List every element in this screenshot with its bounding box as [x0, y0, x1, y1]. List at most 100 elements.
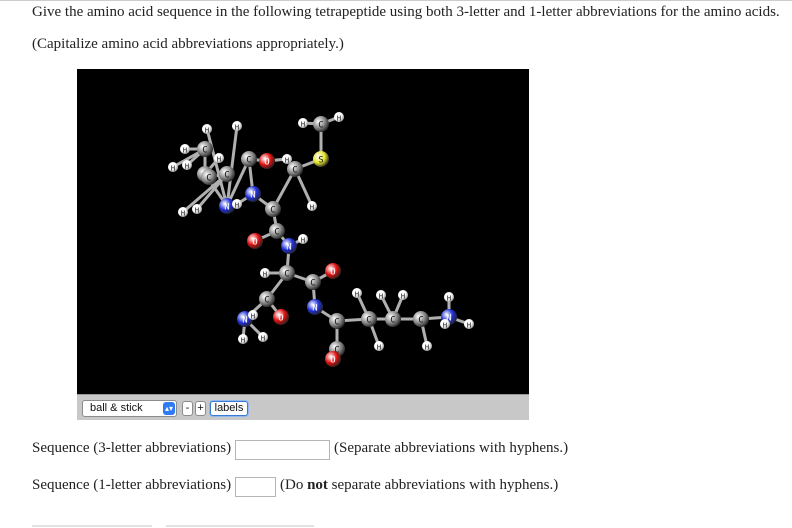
carbon-atom[interactable]: C — [265, 201, 281, 217]
atom-label: H — [401, 293, 405, 301]
atom-label: O — [330, 356, 335, 366]
atom-label: C — [334, 346, 339, 356]
atom-label: C — [366, 316, 371, 326]
carbon-atom[interactable]: C — [241, 151, 257, 167]
carbon-atom[interactable]: C — [385, 311, 401, 327]
hydrogen-atom[interactable]: H — [352, 288, 362, 299]
atom-label: O — [330, 268, 335, 278]
question-note: (Capitalize amino acid abbreviations app… — [32, 36, 344, 52]
bond — [205, 128, 229, 207]
atom-label: C — [270, 206, 275, 216]
nitrogen-atom[interactable]: N — [219, 198, 235, 214]
carbon-atom[interactable]: C — [413, 311, 429, 327]
atom-label: H — [195, 207, 199, 215]
atom-label: H — [217, 156, 221, 164]
hydrogen-atom[interactable]: H — [376, 290, 386, 301]
atom-label: H — [379, 293, 383, 301]
carbon-atom[interactable]: C — [259, 291, 275, 307]
hydrogen-atom[interactable]: H — [298, 234, 308, 245]
three-letter-label: Sequence (3-letter abbreviations) — [32, 440, 232, 456]
hydrogen-atom[interactable]: H — [398, 290, 408, 301]
hydrogen-atom[interactable]: H — [214, 153, 224, 164]
carbon-atom[interactable]: C — [197, 141, 213, 157]
hydrogen-atom[interactable]: H — [168, 162, 178, 173]
atom-label: C — [390, 316, 395, 326]
oxygen-atom[interactable]: O — [325, 351, 341, 367]
hydrogen-atom[interactable]: H — [178, 207, 188, 218]
carbon-atom[interactable]: C — [313, 116, 329, 132]
nitrogen-atom[interactable]: N — [307, 299, 323, 315]
atom-label: O — [278, 314, 283, 324]
carbon-atom[interactable]: C — [279, 265, 295, 281]
hydrogen-atom[interactable]: H — [258, 332, 268, 343]
hydrogen-atom[interactable]: H — [374, 341, 384, 352]
atom-label: H — [181, 210, 185, 218]
hydrogen-atom[interactable]: H — [180, 144, 190, 155]
atom-label: H — [241, 337, 245, 345]
carbon-atom[interactable]: C — [269, 223, 285, 239]
zoom-out-button[interactable]: - — [182, 401, 193, 416]
atom-label: O — [252, 238, 257, 248]
molecule-viewer[interactable]: CNHHHCHHHCCHHCOHNHCCHSCHHCONHCHCONCCCCNH… — [77, 69, 529, 420]
atom-label: C — [274, 228, 279, 238]
hydrogen-atom[interactable]: H — [182, 160, 192, 171]
carbon-atom[interactable]: C — [219, 166, 235, 182]
hydrogen-atom[interactable]: H — [440, 319, 450, 330]
atom-label: C — [202, 146, 207, 156]
atom-label: H — [425, 344, 429, 352]
hydrogen-atom[interactable]: H — [192, 204, 202, 215]
viewer-control-bar: ball & stick ▴▾ - + labels — [77, 394, 529, 420]
oxygen-atom[interactable]: O — [273, 309, 289, 325]
hydrogen-atom[interactable]: H — [444, 292, 454, 303]
atom-label: C — [318, 121, 323, 131]
hydrogen-atom[interactable]: H — [422, 341, 432, 352]
bond — [225, 158, 251, 207]
oxygen-atom[interactable]: O — [247, 233, 263, 249]
display-style-select[interactable]: ball & stick ▴▾ — [82, 400, 177, 417]
atom-label: H — [235, 124, 239, 132]
hydrogen-atom[interactable]: H — [307, 201, 317, 212]
bond — [225, 125, 239, 207]
chevron-updown-icon: ▴▾ — [163, 402, 175, 415]
three-letter-input[interactable] — [235, 440, 330, 460]
oxygen-atom[interactable]: O — [325, 263, 341, 279]
nitrogen-atom[interactable]: N — [245, 186, 261, 202]
atom-label: H — [251, 313, 255, 321]
hydrogen-atom[interactable]: H — [232, 199, 242, 210]
carbon-atom[interactable]: C — [361, 311, 377, 327]
hydrogen-atom[interactable]: H — [334, 112, 344, 123]
hydrogen-atom[interactable]: H — [282, 154, 292, 165]
atom-label: H — [185, 163, 189, 171]
molecule-canvas[interactable]: CNHHHCHHHCCHHCOHNHCCHSCHHCONHCHCONCCCCNH… — [77, 69, 529, 394]
atom-label: H — [447, 295, 451, 303]
atom-label: C — [224, 171, 229, 181]
hydrogen-atom[interactable]: H — [238, 334, 248, 345]
atom-label: N — [286, 243, 291, 253]
atom-label: C — [206, 174, 211, 184]
hydrogen-atom[interactable]: H — [202, 124, 212, 135]
atom-label: H — [301, 237, 305, 245]
oxygen-atom[interactable]: O — [259, 153, 275, 169]
carbon-atom[interactable]: C — [305, 274, 321, 290]
nitrogen-atom[interactable]: N — [281, 238, 297, 254]
hydrogen-atom[interactable]: H — [248, 310, 258, 321]
atom-label: H — [301, 121, 305, 129]
atom-label: N — [312, 304, 317, 314]
carbon-atom[interactable]: C — [287, 161, 303, 177]
sulfur-atom[interactable]: S — [313, 151, 329, 167]
zoom-in-button[interactable]: + — [195, 401, 206, 416]
atom-label: O — [264, 158, 269, 168]
hydrogen-atom[interactable]: H — [260, 268, 270, 279]
atom-label: H — [263, 271, 267, 279]
one-letter-input[interactable] — [235, 477, 276, 497]
hydrogen-atom[interactable]: H — [232, 121, 242, 132]
labels-toggle-button[interactable]: labels — [210, 401, 248, 416]
hydrogen-atom[interactable]: H — [298, 118, 308, 129]
atom-label: C — [246, 156, 251, 166]
atom-label: C — [310, 279, 315, 289]
hydrogen-atom[interactable]: H — [464, 319, 474, 330]
carbon-atom[interactable]: C — [201, 169, 217, 185]
carbon-atom[interactable]: C — [329, 313, 345, 329]
atom-label: H — [285, 157, 289, 165]
one-letter-note-prefix: (Do — [280, 477, 308, 493]
